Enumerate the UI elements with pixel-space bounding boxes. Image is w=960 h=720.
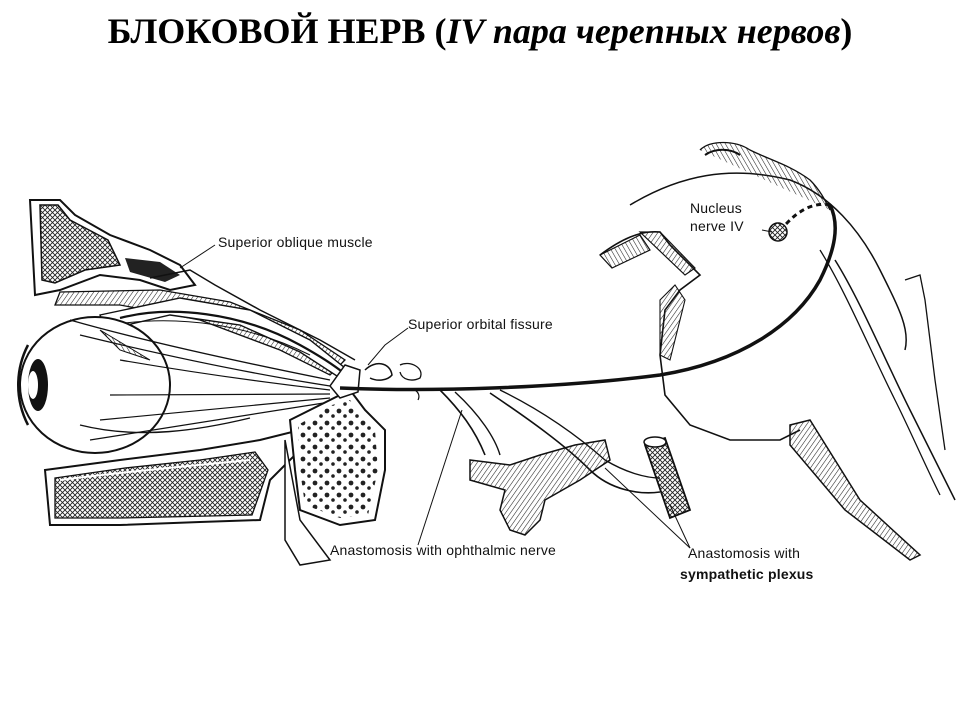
- frontal-bone: [28, 199, 197, 297]
- label-anastomosis-ophthalmic: Anastomosis with ophthalmic nerve: [330, 542, 557, 558]
- sphenoid-bone: [284, 362, 422, 566]
- label-anastomosis-with: Anastomosis with: [688, 545, 801, 561]
- brainstem: [599, 141, 956, 561]
- label-superior-oblique-muscle: Superior oblique muscle: [218, 234, 373, 250]
- maxillary-bone: [43, 428, 301, 526]
- leader-lines: [179, 229, 773, 549]
- sympathetic-vessel: [643, 436, 692, 520]
- title-italic: IV пара черепных нервов: [446, 11, 841, 51]
- label-nerve-iv: nerve IV: [690, 218, 744, 234]
- title-main: БЛОКОВОЙ НЕРВ (: [107, 11, 447, 51]
- title-close: ): [840, 11, 853, 51]
- label-nucleus: Nucleus: [690, 200, 742, 216]
- label-superior-orbital-fissure: Superior orbital fissure: [408, 316, 553, 332]
- trigeminal-ganglion: [469, 439, 611, 536]
- trochlear-nerve: [339, 202, 837, 392]
- label-sympathetic-plexus: sympathetic plexus: [680, 566, 814, 582]
- eyeball: [17, 316, 331, 454]
- page-title: БЛОКОВОЙ НЕРВ (IV пара черепных нервов): [0, 10, 960, 52]
